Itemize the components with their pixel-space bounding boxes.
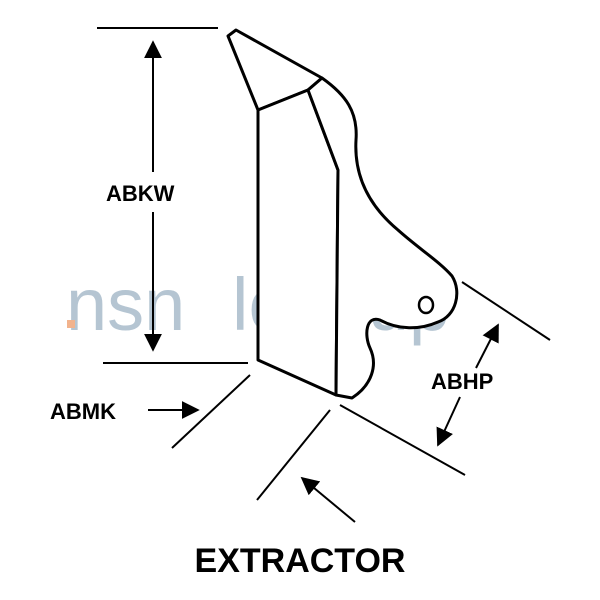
label-thickness: ABMK: [50, 399, 116, 424]
dimension-offset: [339, 281, 551, 476]
dimension-thickness: [148, 374, 356, 523]
diagram-title: EXTRACTOR: [195, 542, 406, 580]
extension-line-thickness-right: [256, 409, 331, 501]
extension-line-offset-top: [461, 281, 551, 341]
label-height: ABKW: [106, 181, 175, 206]
dimension-height: [97, 27, 248, 364]
thickness-arrow-in-right: [300, 476, 356, 523]
offset-arrow-down: [436, 396, 461, 447]
extractor-part: [226, 28, 459, 400]
watermark-dot: [67, 320, 75, 328]
extension-line-offset-bottom: [339, 404, 466, 476]
watermark-text-nsn: nsn: [66, 263, 185, 346]
offset-arrow-up: [475, 323, 499, 369]
label-offset: ABHP: [431, 369, 493, 394]
part-side-profile: [306, 76, 459, 400]
part-hole: [417, 295, 435, 315]
extension-line-thickness-left: [171, 374, 251, 449]
